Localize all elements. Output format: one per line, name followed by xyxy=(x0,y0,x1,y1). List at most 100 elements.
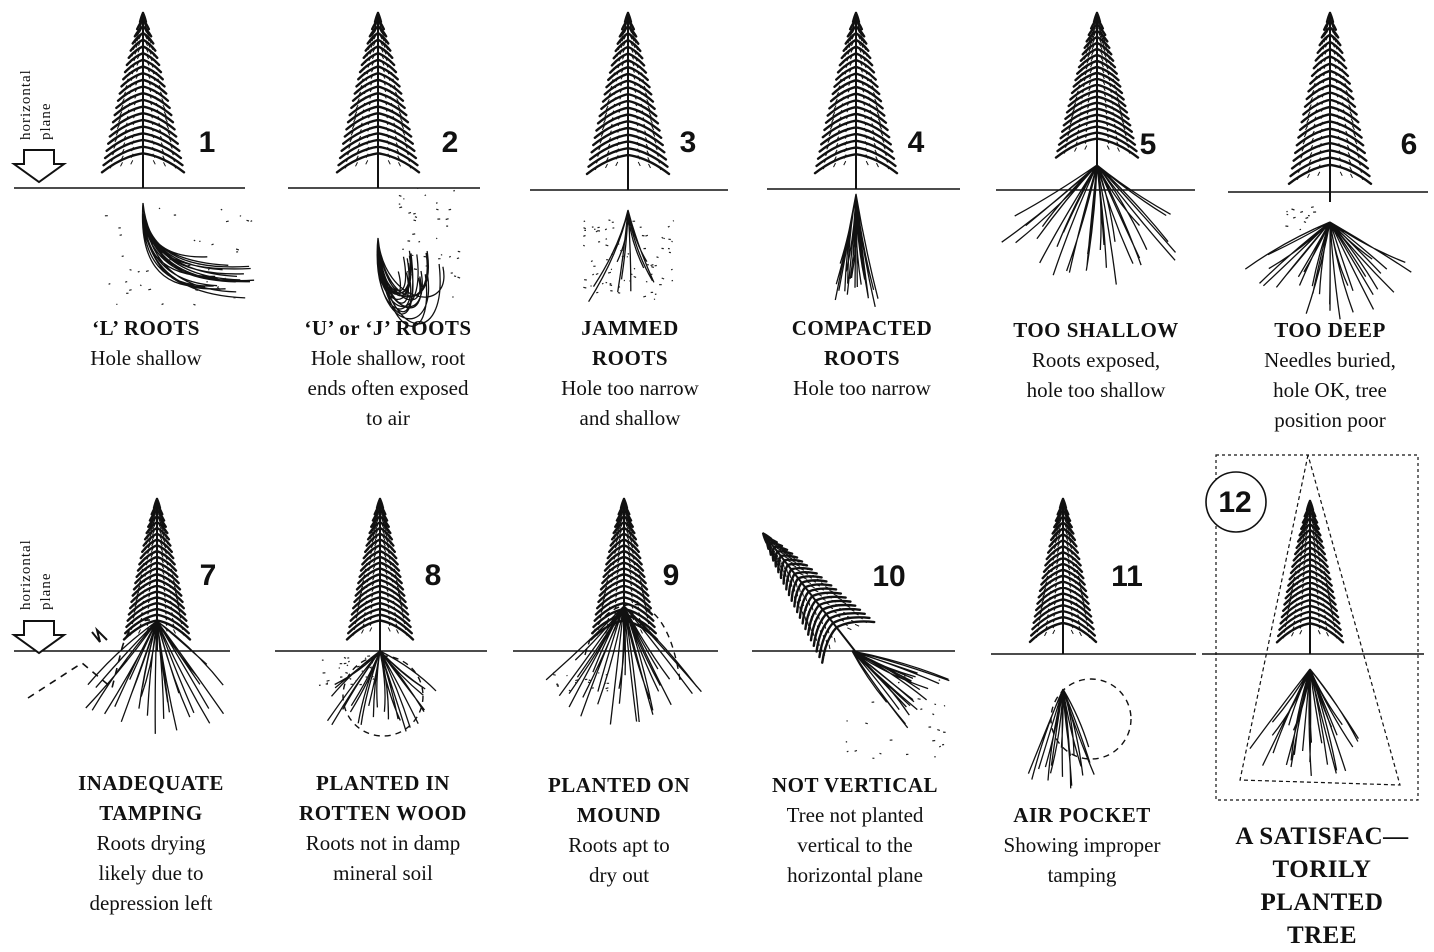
caption-title: INADEQUATE xyxy=(31,768,271,798)
caption-title: ROTTEN WOOD xyxy=(263,798,503,828)
root-system xyxy=(546,606,701,725)
caption-panel-1: ‘L’ ROOTSHole shallow xyxy=(26,313,266,373)
side-label-word: plane xyxy=(38,573,54,610)
panel-number: 11 xyxy=(1111,560,1143,593)
caption-panel-9: PLANTED ONMOUNDRoots apt todry out xyxy=(499,770,739,890)
caption-panel-10: NOT VERTICALTree not plantedvertical to … xyxy=(735,770,975,890)
side-label-word: plane xyxy=(38,103,54,140)
caption-panel-6: TOO DEEPNeedles buried,hole OK, treeposi… xyxy=(1210,315,1434,435)
side-label-word: horizontal xyxy=(18,539,34,610)
panel-number: 3 xyxy=(680,126,697,159)
caption-panel-5: TOO SHALLOWRoots exposed,hole too shallo… xyxy=(976,315,1216,405)
horizontal-plane-arrow-icon xyxy=(14,621,64,653)
caption-title: NOT VERTICAL xyxy=(735,770,975,800)
caption-description: dry out xyxy=(499,860,739,890)
panel-number: 8 xyxy=(425,559,442,592)
caption-panel-7: INADEQUATETAMPINGRoots dryinglikely due … xyxy=(31,768,271,918)
caption-description: position poor xyxy=(1210,405,1434,435)
horizontal-plane-label-2: horizontalplane xyxy=(14,539,64,653)
caption-panel-12: A SATISFAC—TORILYPLANTEDTREE xyxy=(1202,820,1434,952)
horizontal-plane-arrow-icon xyxy=(14,150,64,182)
caption-panel-11: AIR POCKETShowing impropertamping xyxy=(962,800,1202,890)
caption-description: Showing improper xyxy=(962,830,1202,860)
caption-description: likely due to xyxy=(31,858,271,888)
root-system xyxy=(835,194,878,307)
caption-description: Hole shallow xyxy=(26,343,266,373)
caption-description: and shallow xyxy=(510,403,750,433)
caption-title: A SATISFAC— xyxy=(1202,820,1434,853)
caption-description: Needles buried, xyxy=(1210,345,1434,375)
panel-2: 2 xyxy=(288,12,480,326)
seedling-crown xyxy=(1056,12,1138,170)
caption-description: to air xyxy=(268,403,508,433)
caption-panel-8: PLANTED INROTTEN WOODRoots not in dampmi… xyxy=(263,768,503,888)
root-system xyxy=(86,621,224,734)
caption-title: TOO DEEP xyxy=(1210,315,1434,345)
panel-5: 5 xyxy=(996,12,1195,285)
panel-number: 2 xyxy=(442,126,459,159)
caption-description: ends often exposed xyxy=(268,373,508,403)
caption-description: hole too shallow xyxy=(976,375,1216,405)
seedling-crown xyxy=(587,12,669,190)
panel-number: 4 xyxy=(908,126,925,159)
seedling-crown xyxy=(737,512,881,671)
caption-title: ROOTS xyxy=(510,343,750,373)
caption-panel-2: ‘U’ or ‘J’ ROOTSHole shallow, rootends o… xyxy=(268,313,508,433)
panel-number: 10 xyxy=(872,560,905,593)
caption-description: Hole too narrow xyxy=(742,373,982,403)
caption-description: Roots not in damp xyxy=(263,828,503,858)
caption-title: MOUND xyxy=(499,800,739,830)
caption-description: vertical to the xyxy=(735,830,975,860)
root-system xyxy=(1245,222,1411,319)
panel-number: 7 xyxy=(200,559,217,592)
panel-number: 9 xyxy=(663,559,680,592)
caption-title: TORILY xyxy=(1202,853,1434,886)
root-system xyxy=(1002,165,1176,285)
root-system xyxy=(142,203,254,298)
caption-description: tamping xyxy=(962,860,1202,890)
caption-title: PLANTED xyxy=(1202,886,1434,919)
seedling-crown xyxy=(102,12,184,188)
panel-11: 11 xyxy=(991,498,1196,788)
caption-title: ‘U’ or ‘J’ ROOTS xyxy=(268,313,508,343)
panel-number: 12 xyxy=(1218,486,1251,519)
root-system xyxy=(589,210,654,302)
caption-description: Roots apt to xyxy=(499,830,739,860)
panel-4: 4 xyxy=(767,12,960,307)
panel-12: 12 xyxy=(1202,455,1424,800)
caption-title: ‘L’ ROOTS xyxy=(26,313,266,343)
seedling-crown xyxy=(1030,498,1096,654)
caption-description: hole OK, tree xyxy=(1210,375,1434,405)
caption-title: TOO SHALLOW xyxy=(976,315,1216,345)
seedling-crown xyxy=(347,498,413,651)
caption-description: Roots drying xyxy=(31,828,271,858)
seedling-crown xyxy=(815,12,897,189)
root-system xyxy=(1028,689,1094,788)
panel-number: 5 xyxy=(1140,128,1157,161)
caption-title: JAMMED xyxy=(510,313,750,343)
seedling-crown xyxy=(1277,500,1343,654)
root-system xyxy=(852,651,949,728)
caption-panel-3: JAMMEDROOTSHole too narrowand shallow xyxy=(510,313,750,433)
caption-description: depression left xyxy=(31,888,271,918)
panel-3: 3 xyxy=(530,12,728,302)
panel-9: 9 xyxy=(513,498,718,725)
caption-description: mineral soil xyxy=(263,858,503,888)
caption-title: PLANTED IN xyxy=(263,768,503,798)
caption-title: TAMPING xyxy=(31,798,271,828)
caption-title: TREE xyxy=(1202,919,1434,952)
caption-description: Roots exposed, xyxy=(976,345,1216,375)
caption-title: COMPACTED xyxy=(742,313,982,343)
panel-7: 7 xyxy=(14,498,230,734)
seedling-crown xyxy=(337,12,419,188)
panel-6: 6 xyxy=(1228,12,1428,319)
caption-description: horizontal plane xyxy=(735,860,975,890)
caption-title: ROOTS xyxy=(742,343,982,373)
side-label-word: horizontal xyxy=(18,69,34,140)
caption-title: AIR POCKET xyxy=(962,800,1202,830)
root-system xyxy=(1250,669,1359,776)
caption-title: PLANTED ON xyxy=(499,770,739,800)
caption-panel-4: COMPACTEDROOTSHole too narrow xyxy=(742,313,982,403)
panel-8: 8 xyxy=(275,498,487,736)
caption-description: Tree not planted xyxy=(735,800,975,830)
